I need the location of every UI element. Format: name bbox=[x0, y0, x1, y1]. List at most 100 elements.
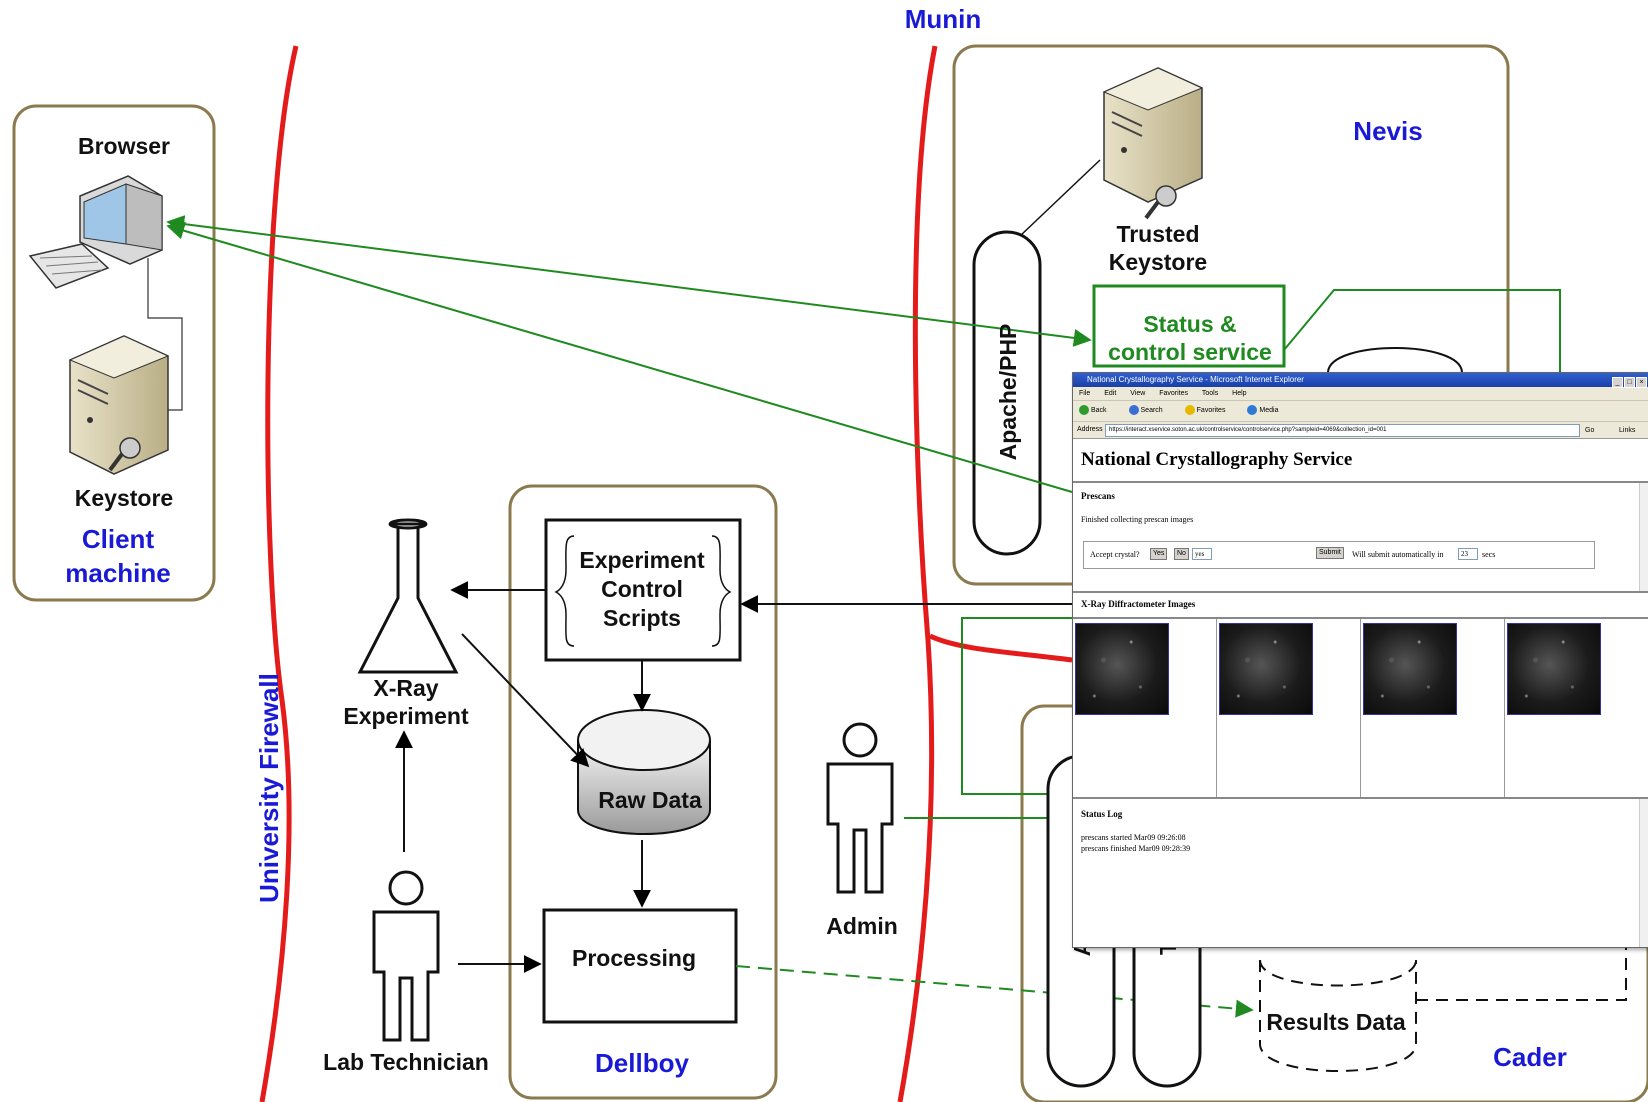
green-link-admin-loop bbox=[961, 617, 1072, 795]
keystore-apache-link bbox=[1019, 159, 1101, 237]
maximize-icon[interactable]: □ bbox=[1624, 377, 1635, 388]
browser-window: National Crystallography Service - Micro… bbox=[1072, 372, 1648, 948]
diffraction-image[interactable] bbox=[1219, 623, 1313, 715]
green-link-status-right bbox=[1283, 289, 1561, 372]
client-label-2: machine bbox=[65, 558, 171, 588]
dellboy-label: Dellboy bbox=[595, 1048, 689, 1078]
browser-addressbar: Address https://interact.xservice.soton.… bbox=[1073, 422, 1648, 439]
green-link-browser-to-apache bbox=[166, 221, 1073, 493]
menu-tools[interactable]: Tools bbox=[1201, 390, 1219, 397]
media-icon bbox=[1247, 405, 1258, 416]
submit-button[interactable]: Submit bbox=[1316, 547, 1344, 559]
university-firewall-label: University Firewall bbox=[254, 673, 284, 903]
star-icon bbox=[1184, 405, 1195, 416]
go-button[interactable]: Go bbox=[1585, 427, 1595, 434]
links-button[interactable]: Links bbox=[1619, 427, 1636, 434]
status-log-frame: Status Log prescans started Mar09 09:26:… bbox=[1073, 797, 1648, 947]
images-frame: X-Ray Diffractometer Images bbox=[1073, 591, 1648, 799]
status-label-2: control service bbox=[1108, 339, 1272, 365]
menu-favorites[interactable]: Favorites bbox=[1159, 390, 1189, 397]
dellboy-box bbox=[508, 484, 778, 1100]
window-controls: _□× bbox=[1611, 375, 1647, 389]
raw-data-label: Raw Data bbox=[598, 787, 702, 813]
prescans-scrollbar[interactable] bbox=[1639, 483, 1648, 591]
processing-label: Processing bbox=[572, 945, 696, 971]
browser-title: National Crystallography Service - Micro… bbox=[1087, 375, 1304, 384]
accept-label: Accept crystal? bbox=[1090, 550, 1140, 559]
menu-edit[interactable]: Edit bbox=[1104, 390, 1117, 397]
status-log-line: prescans finished Mar09 09:28:39 bbox=[1081, 844, 1191, 853]
status-control-box bbox=[1092, 284, 1286, 368]
search-icon bbox=[1128, 405, 1139, 416]
computer-icon bbox=[28, 175, 163, 289]
image-cell bbox=[1505, 619, 1648, 799]
trusted-server-key-icon bbox=[1102, 67, 1204, 220]
diffraction-image[interactable] bbox=[1075, 623, 1169, 715]
diffraction-image[interactable] bbox=[1363, 623, 1457, 715]
status-label-1: Status & bbox=[1143, 311, 1236, 337]
back-button[interactable]: Back bbox=[1079, 405, 1117, 416]
seconds-input[interactable]: 23 bbox=[1458, 548, 1478, 560]
minimize-icon[interactable]: _ bbox=[1612, 377, 1623, 388]
image-cell bbox=[1217, 619, 1361, 799]
lab-technician-label: Lab Technician bbox=[323, 1049, 489, 1075]
brace-left bbox=[554, 535, 575, 647]
menu-help[interactable]: Help bbox=[1232, 390, 1247, 397]
apache-php-label: Apache/PHP bbox=[995, 324, 1021, 461]
trusted-keystore-label-2: Keystore bbox=[1109, 249, 1207, 275]
yes-button[interactable]: Yes bbox=[1150, 548, 1168, 560]
firewall-curve-left bbox=[259, 45, 299, 1102]
address-input[interactable]: https://interact.xservice.soton.ac.uk/co… bbox=[1105, 424, 1580, 437]
search-button[interactable]: Search bbox=[1128, 405, 1173, 416]
raw-data-cylinder bbox=[577, 709, 711, 835]
prescans-message: Finished collecting prescan images bbox=[1081, 515, 1194, 524]
flask-icon bbox=[357, 518, 459, 674]
prescans-heading: Prescans bbox=[1081, 491, 1115, 501]
firewall-curve-right bbox=[897, 45, 938, 1102]
trusted-keystore-label-1: Trusted bbox=[1116, 221, 1199, 247]
browser-menubar: File Edit View Favorites Tools Help bbox=[1073, 387, 1648, 401]
image-cell bbox=[1361, 619, 1505, 799]
address-label: Address bbox=[1077, 426, 1103, 433]
admin-label: Admin bbox=[826, 913, 898, 939]
no-button[interactable]: No bbox=[1174, 548, 1189, 560]
browser-content: National Crystallography Service Prescan… bbox=[1073, 439, 1648, 947]
green-link-browser-to-status bbox=[166, 215, 1092, 347]
accept-input[interactable]: yes bbox=[1192, 548, 1212, 560]
processing-box bbox=[542, 908, 738, 1024]
keystore-label: Keystore bbox=[75, 485, 173, 511]
favorites-button[interactable]: Favorites bbox=[1184, 405, 1236, 416]
menu-file[interactable]: File bbox=[1079, 390, 1091, 397]
status-log-scrollbar[interactable] bbox=[1639, 799, 1648, 947]
xray-label-2: Experiment bbox=[343, 703, 469, 729]
cader-label: Cader bbox=[1493, 1042, 1567, 1072]
arrow-experiment-to-rawdata bbox=[461, 633, 590, 768]
browser-titlebar: National Crystallography Service - Micro… bbox=[1073, 373, 1648, 389]
nevis-database bbox=[1327, 347, 1463, 373]
results-data-cylinder bbox=[1259, 959, 1417, 1072]
image-cell bbox=[1073, 619, 1217, 799]
back-icon bbox=[1079, 405, 1089, 416]
media-button[interactable]: Media bbox=[1247, 405, 1288, 416]
client-label-1: Client bbox=[82, 524, 155, 554]
results-dashed-link bbox=[1416, 948, 1627, 1001]
lab-technician-person-icon bbox=[372, 870, 440, 1042]
browser-label: Browser bbox=[78, 133, 170, 159]
admin-person-icon bbox=[826, 722, 894, 894]
auto-submit-text: Will submit automatically in bbox=[1352, 550, 1444, 559]
prescan-form: Accept crystal? Yes No yes Submit Will s… bbox=[1083, 541, 1595, 569]
firewall-branch bbox=[928, 633, 1073, 663]
client-machine-box bbox=[12, 104, 216, 602]
results-data-label: Results Data bbox=[1266, 1009, 1406, 1035]
menu-view[interactable]: View bbox=[1130, 390, 1146, 397]
xray-label-1: X-Ray bbox=[373, 675, 438, 701]
diffraction-image[interactable] bbox=[1507, 623, 1601, 715]
ecs-label-3: Scripts bbox=[603, 605, 681, 631]
ecs-label-1: Experiment bbox=[579, 547, 705, 573]
munin-label: Munin bbox=[905, 4, 982, 34]
brace-right bbox=[711, 535, 732, 647]
status-log-line: prescans started Mar09 09:26:08 bbox=[1081, 833, 1186, 842]
images-heading: X-Ray Diffractometer Images bbox=[1081, 599, 1196, 609]
close-icon[interactable]: × bbox=[1636, 377, 1647, 388]
